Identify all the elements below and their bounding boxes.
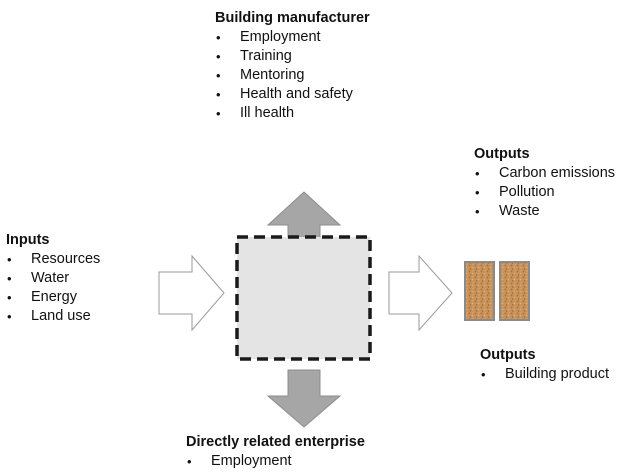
inputs-block: Inputs Resources Water Energy Land use: [6, 231, 100, 326]
list-item: Employment: [215, 28, 370, 47]
outputs-top-block: Outputs Carbon emissions Pollution Waste: [474, 145, 615, 221]
outputs-top-heading: Outputs: [474, 146, 530, 162]
list-item: Land use: [6, 307, 100, 326]
outputs-bottom-block: Outputs Building product: [480, 346, 609, 384]
manufacturer-block: Building manufacturer Employment Trainin…: [215, 9, 370, 123]
enterprise-heading: Directly related enterprise: [186, 434, 365, 450]
enterprise-list: Employment: [186, 452, 365, 471]
list-item: Resources: [6, 250, 100, 269]
list-item: Mentoring: [215, 66, 370, 85]
outputs-bottom-heading: Outputs: [480, 347, 536, 363]
outputs-bottom-list: Building product: [480, 365, 609, 384]
list-item: Energy: [6, 288, 100, 307]
list-item: Waste: [474, 202, 615, 221]
list-item: Carbon emissions: [474, 164, 615, 183]
list-item: Health and safety: [215, 85, 370, 104]
list-item: Ill health: [215, 104, 370, 123]
list-item: Training: [215, 47, 370, 66]
manufacturer-heading: Building manufacturer: [215, 10, 370, 26]
building-product-block-2: [499, 261, 530, 321]
outputs-top-list: Carbon emissions Pollution Waste: [474, 164, 615, 221]
list-item: Water: [6, 269, 100, 288]
manufacturer-list: Employment Training Mentoring Health and…: [215, 28, 370, 123]
inputs-list: Resources Water Energy Land use: [6, 250, 100, 326]
output-arrow: [388, 254, 453, 332]
building-product-block-1: [464, 261, 495, 321]
input-arrow: [158, 254, 225, 332]
list-item: Pollution: [474, 183, 615, 202]
process-box: [235, 235, 372, 361]
list-item: Employment: [186, 452, 365, 471]
down-arrow: [266, 369, 342, 428]
list-item: Building product: [480, 365, 609, 384]
inputs-heading: Inputs: [6, 232, 50, 248]
enterprise-block: Directly related enterprise Employment: [186, 433, 365, 471]
